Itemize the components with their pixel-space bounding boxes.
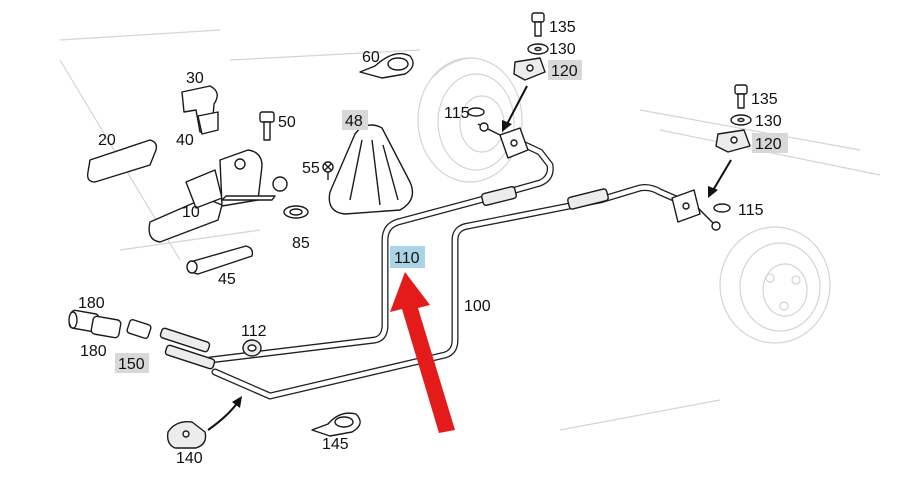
label-50: 50 xyxy=(278,114,296,131)
arrow-head-right xyxy=(708,186,718,198)
label-box-150 xyxy=(115,353,149,373)
rear-right-drum-hub xyxy=(762,263,808,317)
label-180-bottom: 180 xyxy=(80,343,107,360)
grommet-112 xyxy=(242,339,262,357)
rear-right-drum-inner xyxy=(739,242,821,332)
cable-end-sleeve xyxy=(126,319,152,339)
label-box-120-right xyxy=(752,133,788,153)
label-120-left: 120 xyxy=(551,63,578,80)
cable-end-110 xyxy=(159,327,211,353)
ghost-outlines xyxy=(59,29,881,431)
sleeve-45 xyxy=(186,245,254,275)
boot-48 xyxy=(328,124,414,215)
label-48: 48 xyxy=(345,113,363,130)
label-140: 140 xyxy=(176,450,203,467)
label-box-48 xyxy=(342,110,368,130)
label-40: 40 xyxy=(176,132,194,149)
label-150: 150 xyxy=(118,356,145,373)
label-box-120-left xyxy=(548,60,582,80)
label-85: 85 xyxy=(292,235,310,252)
red-callout-arrow xyxy=(390,272,455,433)
clamp-145 xyxy=(311,412,361,437)
frame-ghost-lines-right xyxy=(559,109,881,431)
bolt-135-left xyxy=(531,12,545,37)
label-120-right: 120 xyxy=(755,136,782,153)
label-135-right: 135 xyxy=(751,91,778,108)
washer-115 xyxy=(467,107,731,213)
clip-120-right xyxy=(715,129,751,153)
connector-180 xyxy=(68,309,122,339)
label-55: 55 xyxy=(302,160,320,177)
label-115-right: 115 xyxy=(738,202,764,219)
rear-left-drum-inner xyxy=(437,73,515,171)
bracket-115-right xyxy=(671,189,721,231)
drum-stud-3 xyxy=(779,301,789,311)
rear-right-drum-outline xyxy=(719,226,831,344)
arrow-head-left xyxy=(502,120,512,132)
label-112: 112 xyxy=(241,323,267,340)
label-130-right: 130 xyxy=(755,113,782,130)
fitting-110-mid xyxy=(480,186,518,206)
clamp-60 xyxy=(359,52,414,79)
label-145: 145 xyxy=(322,436,349,453)
arrow-to-bracket-left xyxy=(505,85,528,127)
cable-ends-left xyxy=(126,319,216,370)
cable-fittings-mid xyxy=(480,186,609,210)
arrow-to-bracket-right xyxy=(711,159,732,193)
pedal-pad-20 xyxy=(86,139,158,183)
pedal-cover-40 xyxy=(197,111,219,135)
bolt-50 xyxy=(259,111,275,141)
label-135-left: 135 xyxy=(549,19,576,36)
frame-ghost-lines xyxy=(59,29,421,261)
fitting-100-mid xyxy=(567,188,609,210)
mount-140 xyxy=(166,421,207,449)
cable-100 xyxy=(211,184,694,400)
label-60: 60 xyxy=(362,49,380,66)
cable-end-100 xyxy=(164,344,216,370)
rear-left-drum-arc xyxy=(429,57,471,81)
label-30: 30 xyxy=(186,70,204,87)
arrow-head-bottom xyxy=(232,396,242,408)
washer-130-right xyxy=(730,114,752,126)
label-110: 110 xyxy=(394,250,420,267)
label-180-top: 180 xyxy=(78,295,105,312)
drum-stud-2 xyxy=(791,275,801,285)
red-arrow-shape xyxy=(390,272,455,433)
cable-110 xyxy=(206,141,554,364)
screw-55 xyxy=(322,161,334,180)
label-45: 45 xyxy=(218,271,236,288)
bolt-135-right xyxy=(734,84,748,109)
lever-10 xyxy=(148,149,288,243)
washer-130-left xyxy=(527,43,549,55)
bracket-115-left xyxy=(477,122,529,159)
label-10: 10 xyxy=(182,204,200,221)
arrow-to-cable-ends xyxy=(207,401,239,431)
label-115-left: 115 xyxy=(444,105,470,122)
clamp-85 xyxy=(283,205,309,219)
label-box-110 xyxy=(390,246,425,268)
label-20: 20 xyxy=(98,132,116,149)
label-130-left: 130 xyxy=(549,41,576,58)
drum-stud-1 xyxy=(765,273,775,283)
pointer-arrows xyxy=(207,85,732,431)
label-100: 100 xyxy=(464,298,491,315)
clip-120-left xyxy=(513,57,546,81)
